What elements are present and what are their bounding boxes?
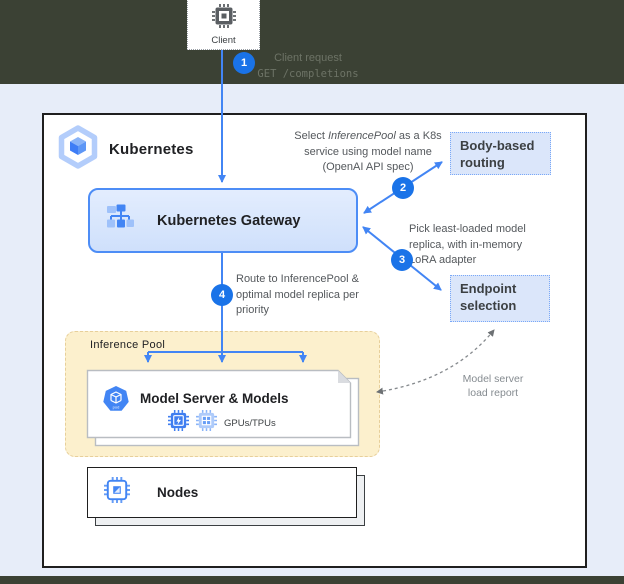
body-based-routing-line2: routing: [460, 155, 505, 170]
gpu-chip-icon: [168, 410, 189, 436]
step-4-badge: 4: [211, 284, 233, 306]
step-3-note: Pick least-loaded model replica, with in…: [409, 223, 526, 266]
model-server-sheets: [86, 369, 360, 447]
client-label: Client: [211, 35, 236, 46]
kubernetes-logo-icon: [56, 125, 100, 174]
nodes-chip-icon: [104, 477, 130, 508]
body-based-routing-box: Body-based routing: [450, 132, 551, 175]
pod-icon: pod: [102, 385, 130, 418]
endpoint-selection-line1: Endpoint: [460, 281, 517, 296]
nodes-box: Nodes: [87, 467, 357, 518]
load-report-note: Model server load report: [462, 373, 524, 399]
endpoint-selection-box: Endpoint selection: [450, 275, 550, 322]
body-based-routing-line1: Body-based: [460, 138, 535, 153]
svg-text:pod: pod: [113, 405, 120, 410]
step-1-note: Client request GET /completions: [257, 52, 359, 80]
endpoint-selection-line2: selection: [460, 298, 517, 313]
gateway-label: Kubernetes Gateway: [157, 212, 301, 229]
gateway-icon: [104, 203, 134, 238]
step-2-note: Select InferencePool as a K8s service us…: [294, 130, 442, 173]
accelerator-label: GPUs/TPUs: [224, 417, 276, 429]
kubernetes-title: Kubernetes: [109, 141, 194, 158]
tpu-chip-icon: [196, 410, 217, 436]
accelerator-row: GPUs/TPUs: [168, 410, 276, 436]
inference-pool-label: Inference Pool: [90, 339, 166, 351]
step-2-badge: 2: [392, 177, 414, 199]
kubernetes-header: Kubernetes: [56, 125, 194, 174]
model-server-box: pod Model Server & Models: [80, 363, 360, 448]
client-chip-icon: [211, 4, 236, 33]
kubernetes-gateway-box: Kubernetes Gateway: [88, 188, 358, 253]
nodes-label: Nodes: [157, 485, 199, 500]
step-1-badge: 1: [233, 52, 255, 74]
step-4-note: Route to InferencePool & optimal model r…: [236, 273, 359, 316]
step-3-badge: 3: [391, 249, 413, 271]
model-server-title: Model Server & Models: [140, 391, 289, 406]
client-node: Client: [187, 0, 260, 50]
